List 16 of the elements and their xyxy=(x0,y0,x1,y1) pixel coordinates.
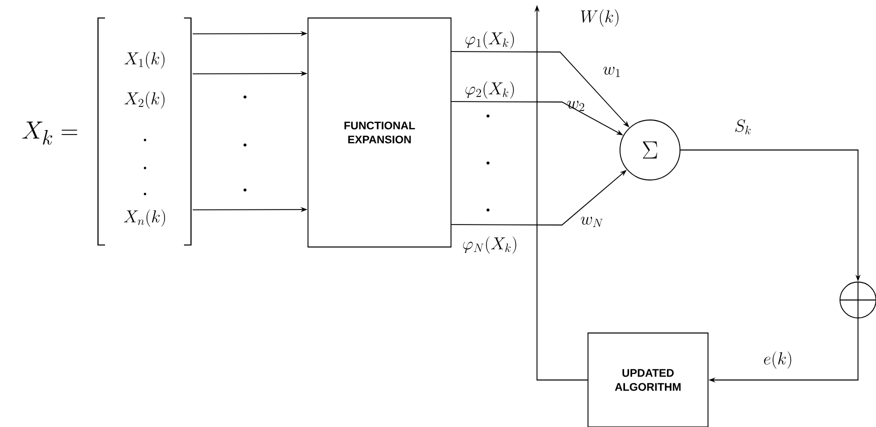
edge-label: $w_2$ xyxy=(567,100,584,111)
process-box: UPDATED ALGORITHM xyxy=(588,332,708,427)
edge-label: $e(k)$ xyxy=(764,351,792,369)
output-label: $\varphi_2(X_k)$ xyxy=(465,81,514,99)
vector-label: $X_k =$ xyxy=(22,122,78,145)
vector-entry: $X_2(k)$ xyxy=(124,91,164,109)
output-label: $\varphi_N(X_k)$ xyxy=(463,236,516,254)
vector-entry: $X_1(k)$ xyxy=(124,51,164,69)
output-label: $\varphi_1(X_k)$ xyxy=(465,31,514,49)
vector-entry: $X_n(k)$ xyxy=(124,209,166,227)
process-box: FUNCTIONAL EXPANSION xyxy=(308,18,452,248)
adder-circle xyxy=(840,282,876,318)
edge-label: $w_N$ xyxy=(580,216,603,227)
edge-label: $S_k$ xyxy=(735,119,751,134)
edge-label: $W(k)$ xyxy=(580,9,618,27)
edge-label: $w_1$ xyxy=(603,66,620,77)
